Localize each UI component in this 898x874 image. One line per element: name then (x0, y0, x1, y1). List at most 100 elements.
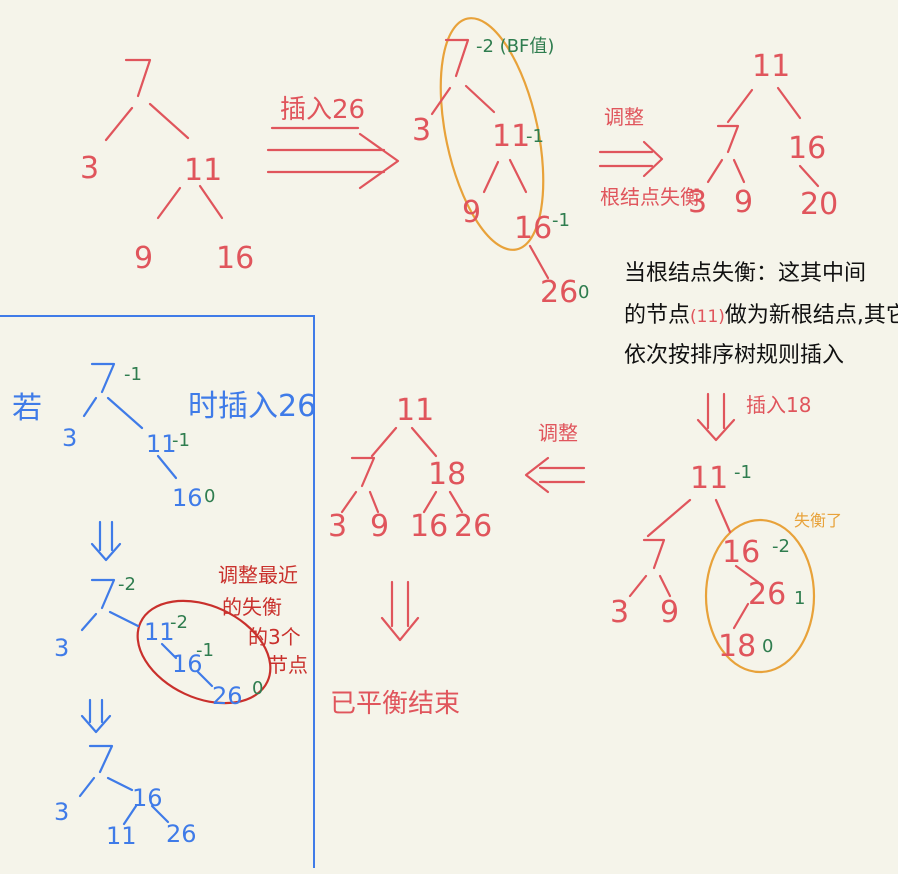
tree1-edge (156, 186, 182, 220)
tree5-edge (410, 426, 438, 458)
tree2: -2 (BF值) 3 11 -1 9 16 -1 26 0 (412, 17, 589, 310)
tree4-edge (628, 574, 648, 598)
adjust-arrow-2: 调整 (524, 421, 586, 494)
adjust-note-line-2: 的失衡 (222, 595, 282, 619)
result-label: 已平衡结束 (330, 689, 460, 719)
treeB-edge (196, 670, 214, 688)
treeA-edge (156, 454, 178, 480)
tree4-edge (658, 574, 672, 598)
tree4-node7-mark (642, 538, 666, 570)
treeA-root-mark (90, 362, 116, 394)
tree3-node-16: 16 (788, 131, 826, 166)
tree1-node-9: 9 (134, 241, 153, 276)
tree4-node-26: 26 (748, 577, 786, 612)
blue-box-title-2: 时插入26 (188, 389, 316, 424)
tree5: 11 18 3 9 16 26 (328, 393, 492, 544)
arrow-head (80, 714, 112, 734)
treeA-node-3: 3 (62, 424, 77, 452)
treeB-n11-bf: -2 (170, 612, 188, 633)
treeB-n26-bf: 0 (252, 678, 263, 699)
treeB-edge (80, 612, 98, 632)
tree4-unbalanced-ellipse (704, 518, 816, 674)
tree1-edge (148, 102, 190, 140)
tree1-node-3: 3 (80, 151, 99, 186)
tree5-node7-mark (350, 456, 376, 488)
tree3-node-9: 9 (734, 185, 753, 220)
treeB-node-16: 16 (172, 650, 203, 678)
tree3-edge (706, 158, 724, 184)
tree4-node-16: 16 (722, 535, 760, 570)
tree2-highlight-ellipse (439, 17, 545, 251)
treeC-edge (122, 804, 138, 826)
adjust-note-line-1: 调整最近 (218, 563, 298, 587)
treeC-edge (78, 776, 96, 798)
tree5-edge (368, 490, 380, 514)
tree4-n16-bf: -2 (772, 536, 790, 557)
treeA-edge (106, 396, 144, 430)
treeB-edge (108, 610, 140, 628)
tree2-n16-bf: -1 (552, 210, 570, 231)
adjust-2-label: 调整 (538, 421, 578, 445)
treeB-n16-bf: -1 (196, 640, 214, 661)
tree4-edge (732, 602, 750, 630)
tree3-node7-mark (716, 124, 740, 154)
tree2-node-26: 26 (540, 275, 578, 310)
tree2-node-3: 3 (412, 113, 431, 148)
treeB-node-26: 26 (212, 682, 243, 710)
tree5-node-26: 26 (454, 509, 492, 544)
tree4: 失衡了 11 -1 3 9 16 -2 26 1 18 0 (610, 461, 842, 674)
tree1-root-mark (124, 58, 152, 98)
treeC-edge (150, 804, 170, 824)
tree4-node-9: 9 (660, 595, 679, 630)
treeB-root-bf: -2 (118, 574, 136, 595)
tree4-node-18: 18 (718, 629, 756, 664)
tree5-node-9: 9 (370, 509, 389, 544)
rotation-note: 当根结点失衡：这其中间 的节点(11)做为新根结点,其它 依次按排序树规则插入 (624, 261, 898, 368)
adjust-note-line-4: 节点 (268, 653, 308, 677)
treeC-node-26: 26 (166, 820, 197, 848)
note-line-2: 的节点(11)做为新根结点,其它 (624, 303, 898, 328)
result-arrow: 已平衡结束 (330, 580, 460, 719)
tree4-node-11: 11 (690, 461, 728, 496)
treeB-edge (160, 642, 178, 660)
adjust-arrow-1: 调整 根结点失衡 (598, 105, 700, 209)
tree3: 11 16 3 9 20 (688, 49, 838, 222)
tree5-edge (422, 490, 438, 514)
treeA-root-bf: -1 (124, 364, 142, 385)
treeC-node-3: 3 (54, 798, 69, 826)
tree1-edge (104, 106, 134, 142)
tree2-edge (528, 244, 550, 280)
tree1-node-11: 11 (184, 153, 222, 188)
tree2-edge (508, 158, 528, 194)
note-line-2-highlight: (11) (690, 307, 725, 327)
tree4-n18-bf: 0 (762, 636, 773, 657)
tree1: 3 11 9 16 (80, 58, 254, 276)
adjust-note-line-3: 的3个 (248, 625, 301, 649)
treeA-edge (82, 396, 98, 418)
insert-26-arrow: 插入26 (266, 95, 400, 190)
treeC-edge (106, 776, 134, 792)
tree2-edge (430, 86, 452, 116)
treeA-node-11: 11 (146, 430, 177, 458)
tree5-node-11: 11 (396, 393, 434, 428)
tree4-edge (646, 498, 692, 538)
tree2-node-11: 11 (492, 119, 530, 154)
tree4-unbalanced-label: 失衡了 (794, 511, 842, 530)
blue-box-frame (0, 315, 315, 868)
insert-18-label: 插入18 (746, 393, 811, 417)
treeB-node-11: 11 (144, 618, 175, 646)
treeB-adjust-ellipse (136, 599, 272, 705)
note-line-3: 依次按排序树规则插入 (624, 343, 844, 368)
treeA-n11-bf: -1 (172, 430, 190, 451)
adjust-1-sublabel: 根结点失衡 (600, 185, 700, 209)
tree4-n26-bf: 1 (794, 588, 805, 609)
tree5-edge (448, 490, 464, 514)
tree3-edge (798, 164, 820, 188)
tree4-edge (734, 564, 760, 584)
treeC-node-11: 11 (106, 822, 137, 850)
insert-18-arrow: 插入18 (696, 392, 811, 442)
tree3-node-11: 11 (752, 49, 790, 84)
tree3-edge (776, 86, 802, 120)
